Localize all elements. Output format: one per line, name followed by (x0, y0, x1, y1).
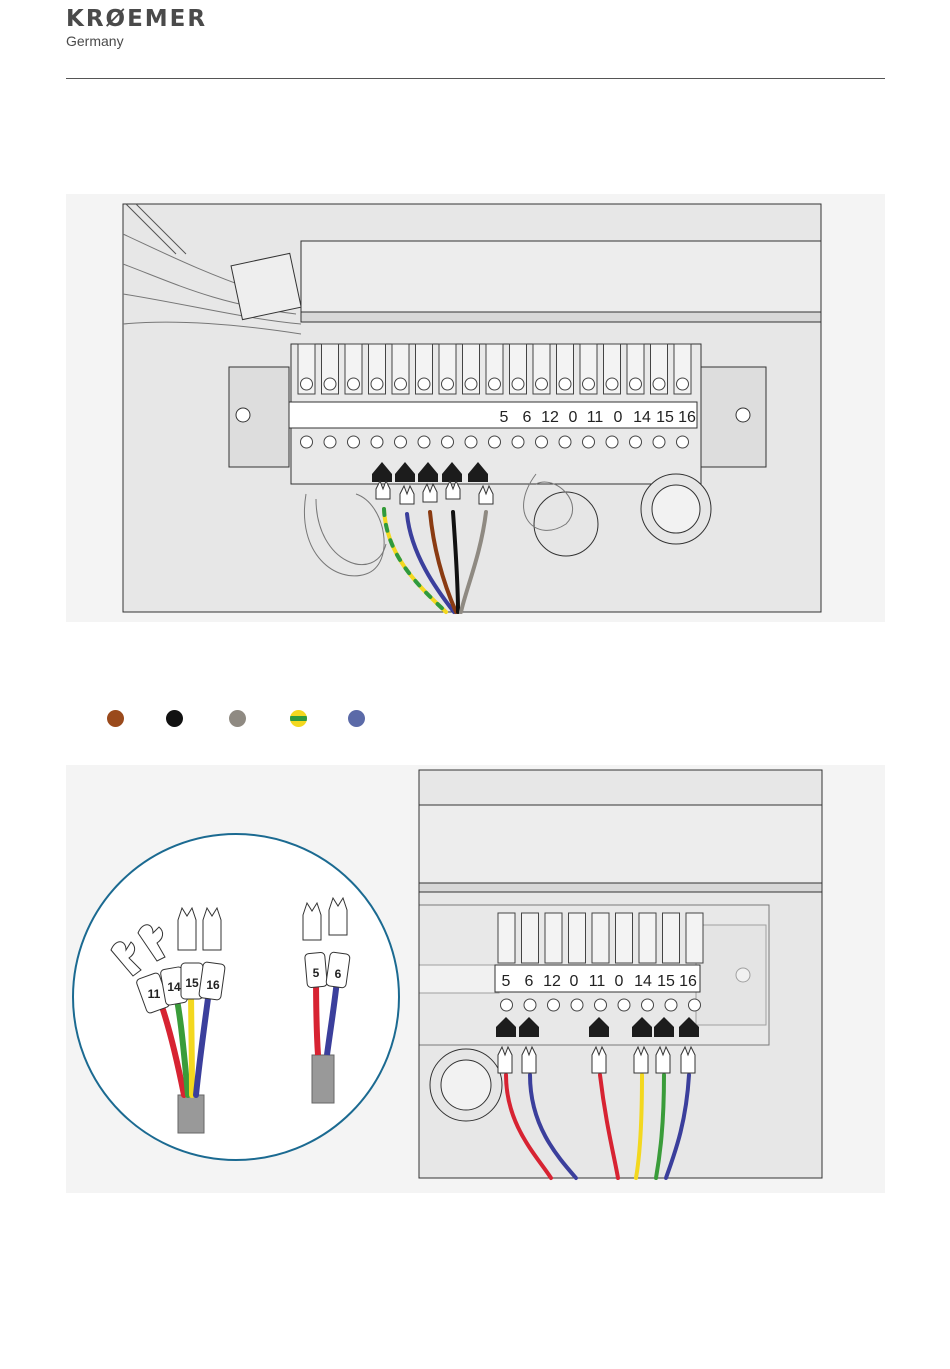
terminal-number: 12 (543, 973, 561, 990)
screw-head (606, 378, 618, 390)
screw-head (395, 378, 407, 390)
yellow-green-wire-swatch (290, 710, 307, 727)
terminal-clamp (545, 913, 562, 963)
screw-head (418, 436, 430, 448)
screw-head (324, 378, 336, 390)
screw-head (677, 378, 689, 390)
screw-head (465, 378, 477, 390)
header-divider (66, 78, 885, 79)
screw-head (371, 436, 383, 448)
grey-wire-swatch (229, 710, 246, 727)
wire-sleeve-tag: 5 (313, 966, 320, 980)
terminal-number: 14 (634, 973, 652, 990)
terminal-number: 15 (657, 973, 675, 990)
screw-head (583, 436, 595, 448)
wire-sleeve-tag: 14 (167, 980, 181, 994)
screw-head (348, 378, 360, 390)
terminal-number: 0 (569, 409, 578, 426)
screw-head (618, 999, 630, 1011)
terminal-number: 11 (589, 973, 606, 990)
screw-head (395, 436, 407, 448)
screw-head (606, 436, 618, 448)
terminal-number: 15 (656, 409, 674, 426)
terminal-number: 0 (570, 973, 579, 990)
screw-head (371, 378, 383, 390)
wire-sleeve-tag: 11 (148, 987, 161, 1001)
screw-head (442, 436, 454, 448)
terminal-number: 16 (678, 409, 696, 426)
terminal-clamp (522, 913, 539, 963)
brand-sub: Germany (66, 33, 207, 49)
screw-head (501, 999, 513, 1011)
screw-head (418, 378, 430, 390)
screw-head (653, 436, 665, 448)
terminal-number: 16 (679, 973, 697, 990)
screw-head (512, 378, 524, 390)
terminal-clamp (592, 913, 609, 963)
terminal-number: 6 (525, 973, 534, 990)
terminal-number: 5 (502, 973, 511, 990)
screw-head (630, 378, 642, 390)
terminal-clamp (616, 913, 633, 963)
screw-head (489, 378, 501, 390)
screw-head (489, 436, 501, 448)
black-wire-swatch (166, 710, 183, 727)
screw-head (442, 378, 454, 390)
screw-head (536, 436, 548, 448)
terminal-number: 5 (500, 409, 509, 426)
screw-head (348, 436, 360, 448)
screw-head (642, 999, 654, 1011)
terminal-clamp (569, 913, 586, 963)
screw-head (559, 378, 571, 390)
screw-head (301, 378, 313, 390)
screw-head (630, 436, 642, 448)
screw-head (301, 436, 313, 448)
screw-head (324, 436, 336, 448)
terminal-number: 14 (633, 409, 651, 426)
screw-head (653, 378, 665, 390)
terminal-clamp (686, 913, 703, 963)
screw-head (548, 999, 560, 1011)
terminal-clamp (498, 913, 515, 963)
screw-head (559, 436, 571, 448)
screw-head (536, 378, 548, 390)
terminal-number: 12 (541, 409, 559, 426)
screw-head (677, 436, 689, 448)
screw-head (689, 999, 701, 1011)
screw-head (665, 999, 677, 1011)
wire-sleeve-tag: 16 (206, 978, 220, 992)
wire-sleeve-tag: 6 (335, 967, 342, 981)
brown-wire-swatch (107, 710, 124, 727)
brand-name: KRØEMER (66, 6, 207, 32)
screw-head (512, 436, 524, 448)
screw-head (595, 999, 607, 1011)
terminal-number: 0 (614, 409, 623, 426)
terminal-number: 0 (615, 973, 624, 990)
screw-head (524, 999, 536, 1011)
screw-head (583, 378, 595, 390)
screw-head (571, 999, 583, 1011)
terminal-clamp (639, 913, 656, 963)
brand-logo: KRØEMER Germany (66, 6, 207, 49)
terminal-number: 11 (587, 409, 604, 426)
blue-wire-swatch (348, 710, 365, 727)
cable-detail-circle: 11 14 15 16 5 6 (73, 834, 399, 1160)
terminal-clamp (663, 913, 680, 963)
terminal-number: 6 (523, 409, 532, 426)
screw-head (465, 436, 477, 448)
wire-sleeve-tag: 15 (185, 976, 199, 990)
